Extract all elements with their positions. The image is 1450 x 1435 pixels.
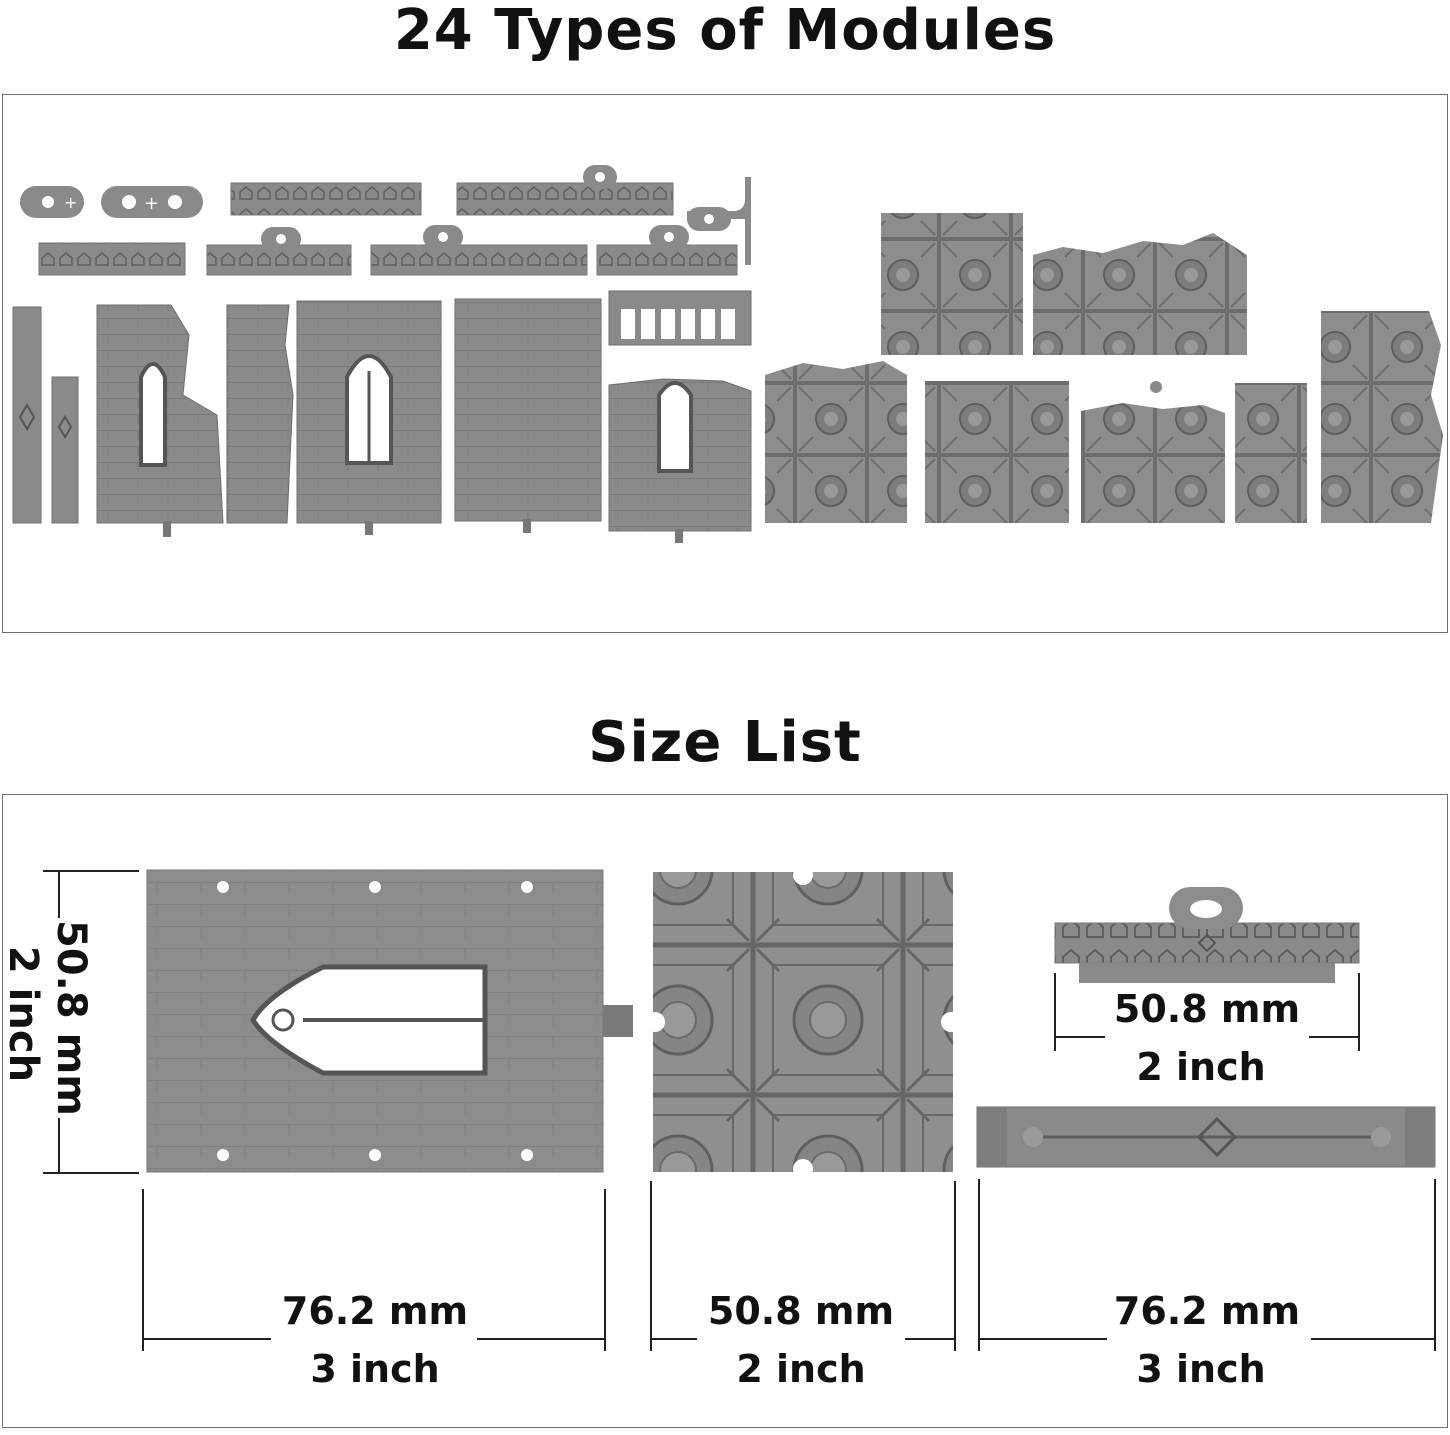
- ruined-wall: [226, 304, 294, 524]
- floor-tile: [881, 213, 1023, 355]
- short-rail-inch-label: 2 inch: [1101, 1045, 1301, 1089]
- ruined-window-wall: [608, 378, 752, 543]
- connector-piece: +: [101, 186, 203, 218]
- tile-width-inch-label: 2 inch: [701, 1347, 901, 1391]
- size-list-title: Size List: [588, 710, 862, 775]
- rail-module: [206, 227, 352, 276]
- height-mm-label: 50.8 mm: [48, 918, 94, 1118]
- ruined-floor-tile: [765, 361, 907, 523]
- short-rail-mm-label: 50.8 mm: [1107, 987, 1307, 1031]
- modules-title: 24 Types of Modules: [393, 0, 1057, 63]
- long-rail-inch-label: 3 inch: [1101, 1347, 1301, 1391]
- ruined-floor-tile: [1321, 311, 1443, 523]
- rail-module: [687, 207, 731, 231]
- connector-piece: +: [20, 186, 84, 218]
- rail-module: [370, 225, 588, 276]
- rail-module: [456, 165, 674, 216]
- dimension-lines: [43, 870, 1436, 1351]
- tile-width-mm-label: 50.8 mm: [701, 1289, 901, 1333]
- svg-text:+: +: [64, 193, 77, 212]
- long-rail-sample: [976, 1106, 1436, 1168]
- ruined-window-wall: [96, 304, 224, 537]
- modules-panel: + +: [2, 94, 1448, 633]
- short-rail-sample: [1054, 887, 1360, 983]
- floor-tile: [925, 381, 1069, 523]
- ruined-floor-tile: [1081, 403, 1225, 523]
- window-wall: [296, 300, 442, 535]
- wall-width-mm-label: 76.2 mm: [275, 1289, 475, 1333]
- modules-illustration: + +: [12, 165, 1443, 543]
- solid-wall: [454, 298, 602, 533]
- floor-tile-sample: [645, 865, 961, 1179]
- long-rail-mm-label: 76.2 mm: [1107, 1289, 1307, 1333]
- wall-module-sample: [146, 869, 633, 1173]
- half-floor-tile: [1235, 383, 1307, 523]
- wall-width-inch-label: 3 inch: [275, 1347, 475, 1391]
- ruined-floor-tile: [1033, 233, 1247, 355]
- svg-text:+: +: [144, 193, 159, 214]
- pillar-module: [51, 376, 79, 524]
- rail-module: [38, 242, 186, 276]
- window-balcony: [608, 290, 752, 346]
- rail-module: [596, 225, 738, 276]
- height-inch-label: 2 inch: [0, 945, 46, 1083]
- rail-module: [230, 182, 422, 216]
- pillar-module: [12, 306, 42, 524]
- size-illustration: [43, 865, 1436, 1351]
- size-list-panel: 50.8 mm 2 inch 76.2 mm 3 inch 50.8 mm 2 …: [0, 794, 1448, 1428]
